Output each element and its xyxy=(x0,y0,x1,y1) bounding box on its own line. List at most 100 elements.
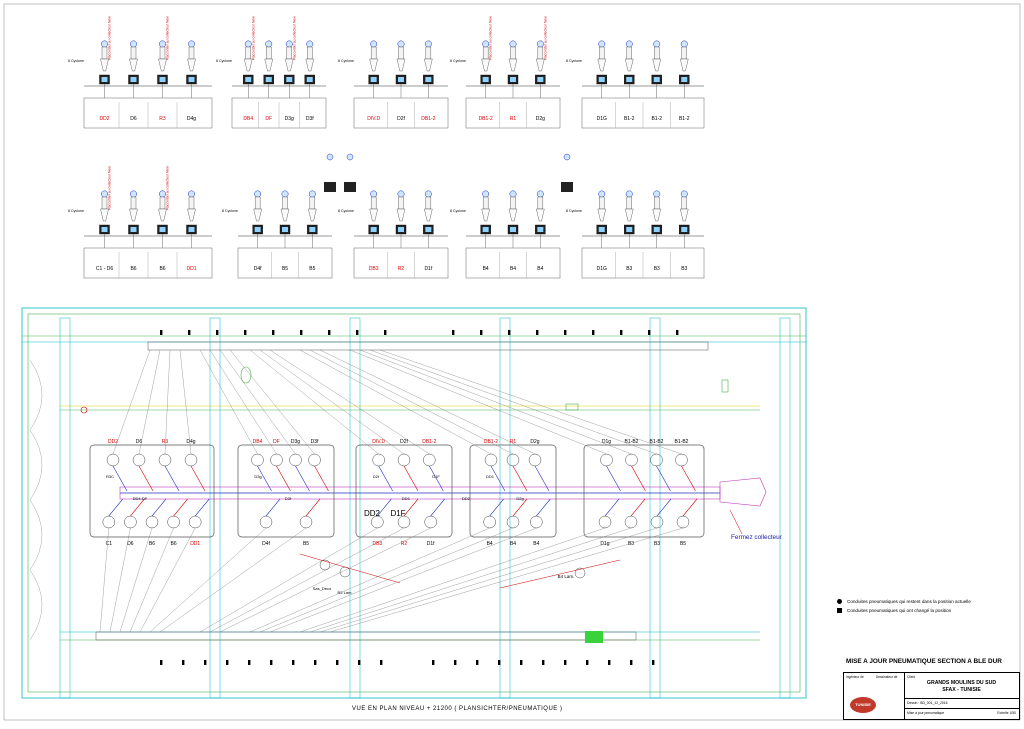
bottom-outlet xyxy=(676,515,690,529)
cyclone-cone xyxy=(597,58,607,72)
title-block: Ingénieur de Dessinateur de TUNISIE Clie… xyxy=(843,672,1020,720)
update-title: MISE A JOUR PNEUMATIQUE SECTION A BLE DU… xyxy=(846,658,1002,665)
sifter-top-label: D2f xyxy=(400,439,408,445)
tag-marker xyxy=(384,330,387,335)
cyclone-label: 8 Cyclone xyxy=(566,209,582,213)
outlet-connection xyxy=(682,498,698,517)
cyclone-body xyxy=(398,46,404,60)
drop-line xyxy=(199,527,378,633)
sifter-bottom-label: B6 xyxy=(149,541,155,547)
collector-note: Raccorder au collecteur New xyxy=(543,16,547,60)
outlet-connection xyxy=(656,465,671,492)
cyclone-head xyxy=(680,40,688,48)
rotary-valve-window xyxy=(510,77,516,82)
legend-text-circle: Conduites pneumatiques qui restent dans … xyxy=(847,599,971,604)
cyclone-head xyxy=(653,190,661,198)
top-outlet xyxy=(158,453,172,467)
bottom-outlet xyxy=(299,515,313,529)
loose-cyclone-head xyxy=(326,153,334,161)
tag-marker xyxy=(652,660,655,665)
cyclone-head xyxy=(536,190,544,198)
cyclone-body xyxy=(482,46,489,60)
cyclone-cone xyxy=(158,58,167,72)
outlet-connection xyxy=(490,465,506,492)
riser-line xyxy=(249,349,379,455)
rotary-valve-window xyxy=(245,77,252,82)
top-outlet xyxy=(423,453,436,467)
bottom-outlet xyxy=(424,515,437,529)
rotary-valve-window xyxy=(159,77,166,82)
cyclone-head xyxy=(509,190,517,198)
cyclone-label: 8 Cyclone xyxy=(450,59,466,63)
tag-marker xyxy=(160,660,163,665)
outlet-label: B6 xyxy=(130,266,136,272)
sifter-inner-label: D3g xyxy=(254,474,261,479)
cyclone-body xyxy=(626,46,632,60)
sifter-bottom-label: B5 xyxy=(680,541,686,547)
drop-line xyxy=(259,527,514,633)
legend-text-square: Conduites pneumatiques qui ont changé la… xyxy=(847,608,952,613)
cyclone-body xyxy=(159,46,166,60)
tag-marker xyxy=(292,660,295,665)
cyclone-body xyxy=(654,46,660,60)
sifter-inner-label: R3C xyxy=(106,474,114,479)
top-outlet xyxy=(106,453,120,467)
green-fitting-3 xyxy=(721,379,729,393)
outlet-label: DD2 xyxy=(99,116,109,122)
red-marker xyxy=(80,406,88,414)
sifter-top-label: DB1-2 xyxy=(484,439,498,445)
riser-line xyxy=(138,349,161,455)
top-outlet xyxy=(650,453,663,467)
big-inner-label-2: D1F xyxy=(390,509,405,518)
tag-marker xyxy=(204,660,207,665)
tag-marker xyxy=(454,660,457,665)
cyclone-cone xyxy=(481,58,490,72)
tag-marker xyxy=(314,660,317,665)
sifter-top-label: R1 xyxy=(510,439,517,445)
b4-lam-label: B4 Lam. xyxy=(558,574,575,579)
cyclone-cone xyxy=(284,58,294,72)
riser-line xyxy=(209,349,277,455)
rotary-valve-window xyxy=(425,227,432,232)
outlet-label: B4 xyxy=(510,266,516,272)
outlet-label: D1f xyxy=(424,266,432,272)
cyclone-head xyxy=(424,40,432,48)
cyclone-cone xyxy=(652,208,662,222)
cyclone-body xyxy=(266,46,272,60)
bottom-outlet xyxy=(530,515,543,529)
outlet-connection xyxy=(276,465,291,492)
cyclone-label: 8 Cyclone xyxy=(216,59,232,63)
outlet-connection xyxy=(656,498,672,517)
tag-marker xyxy=(300,330,303,335)
bottom-outlet xyxy=(167,515,180,529)
tag-marker xyxy=(592,330,595,335)
riser-line xyxy=(319,349,536,455)
outlet-connection xyxy=(108,498,124,517)
cyclone-body xyxy=(510,46,516,60)
tag-marker xyxy=(432,660,435,665)
cyclone-cone xyxy=(508,58,518,72)
tag-marker xyxy=(182,660,185,665)
collector-outlet xyxy=(719,477,767,507)
bottom-outlet xyxy=(506,515,520,529)
outlet-connection xyxy=(630,498,646,517)
top-outlet xyxy=(270,453,283,467)
top-outlet xyxy=(484,453,498,467)
drop-line xyxy=(109,527,131,633)
cyclone-cone xyxy=(597,208,607,222)
cyclone-cone xyxy=(536,208,545,222)
outlet-label: D4f xyxy=(254,266,262,272)
cyclone-cone xyxy=(158,208,167,222)
cyclone-cone xyxy=(253,208,262,222)
rotary-valve-window xyxy=(159,227,166,232)
fermez-collecteur-label: Fermez collecteur xyxy=(731,534,782,541)
cyclone-label: 8 Cyclone xyxy=(566,59,582,63)
plan-column xyxy=(779,317,791,699)
riser-line xyxy=(349,349,607,455)
legend-item-circle: Conduites pneumatiques qui restent dans … xyxy=(837,597,971,606)
cyclone-head xyxy=(598,190,606,198)
cyclone-cone xyxy=(481,208,490,222)
